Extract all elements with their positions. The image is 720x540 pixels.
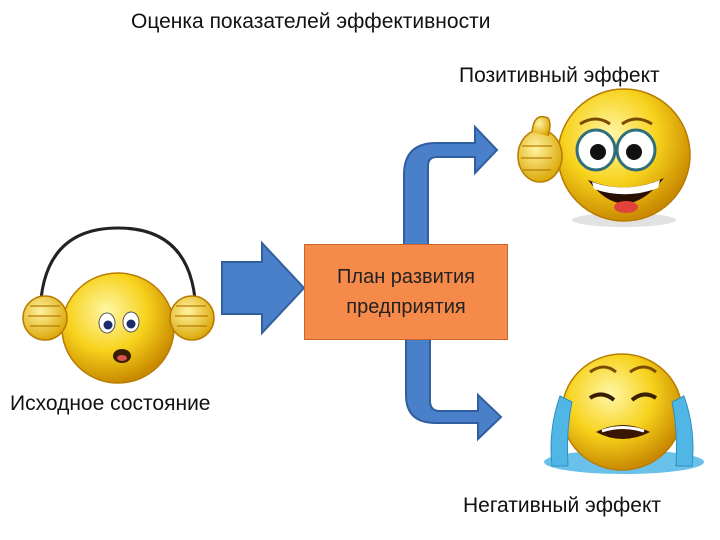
- plan-box-line-1: План развития: [337, 266, 475, 288]
- thumbs-up-smiley-icon: [517, 88, 691, 227]
- positive-branch-arrow: [403, 124, 499, 247]
- main-arrow: [221, 240, 306, 336]
- plan-box-line-2: предприятия: [346, 296, 466, 318]
- headphones-smiley-icon: [22, 226, 215, 384]
- negative-effect-label: Негативный эффект: [463, 494, 662, 517]
- plan-box: План развития предприятия: [304, 244, 508, 340]
- negative-branch-arrow: [405, 337, 503, 442]
- positive-effect-label: Позитивный эффект: [459, 64, 660, 87]
- start-state-label: Исходное состояние: [10, 392, 211, 415]
- diagram-title: Оценка показателей эффективности: [131, 10, 491, 33]
- crying-smiley-icon: [544, 353, 704, 474]
